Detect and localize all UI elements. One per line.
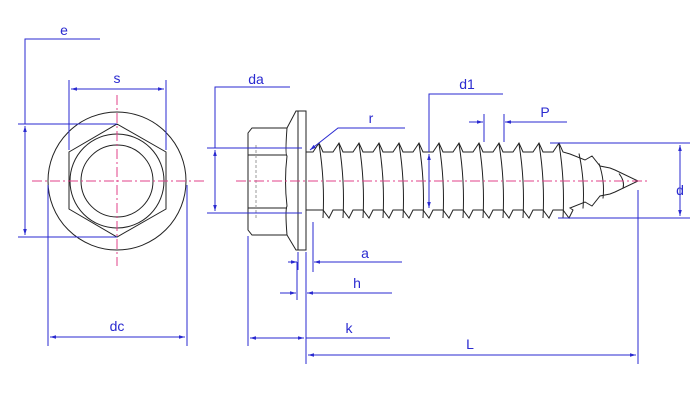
thread-helix-line (338, 143, 344, 219)
thread-helix-line (478, 143, 484, 219)
label-P: P (540, 104, 549, 120)
dim-L: L (305, 190, 639, 364)
dim-h: h (280, 262, 392, 300)
label-s: s (114, 70, 121, 86)
dim-dc: dc (47, 185, 188, 346)
label-a: a (361, 245, 369, 261)
thread-helix-line (458, 143, 464, 219)
side-view (236, 110, 650, 251)
dim-d: d (550, 142, 690, 219)
thread-top-profile (306, 141, 639, 182)
dim-e: e (18, 22, 117, 238)
label-L: L (466, 336, 474, 352)
label-d: d (676, 182, 684, 198)
label-dc: dc (110, 318, 125, 334)
flange-side (286, 110, 307, 251)
label-da: da (248, 71, 264, 87)
label-d1: d1 (459, 76, 475, 92)
label-k: k (346, 320, 354, 336)
thread-bottom-profile (306, 180, 639, 219)
dim-r: r (309, 110, 405, 151)
dim-k: k (247, 236, 390, 346)
dim-s: s (68, 70, 167, 150)
label-h: h (353, 275, 361, 291)
dim-P: P (469, 104, 567, 142)
dim-d1: d1 (427, 76, 503, 208)
label-r: r (369, 110, 374, 126)
dim-a: a (288, 222, 402, 272)
front-view (32, 95, 205, 266)
dim-da: da (207, 71, 302, 214)
label-e: e (60, 22, 68, 38)
thread-helix-line (518, 143, 524, 219)
